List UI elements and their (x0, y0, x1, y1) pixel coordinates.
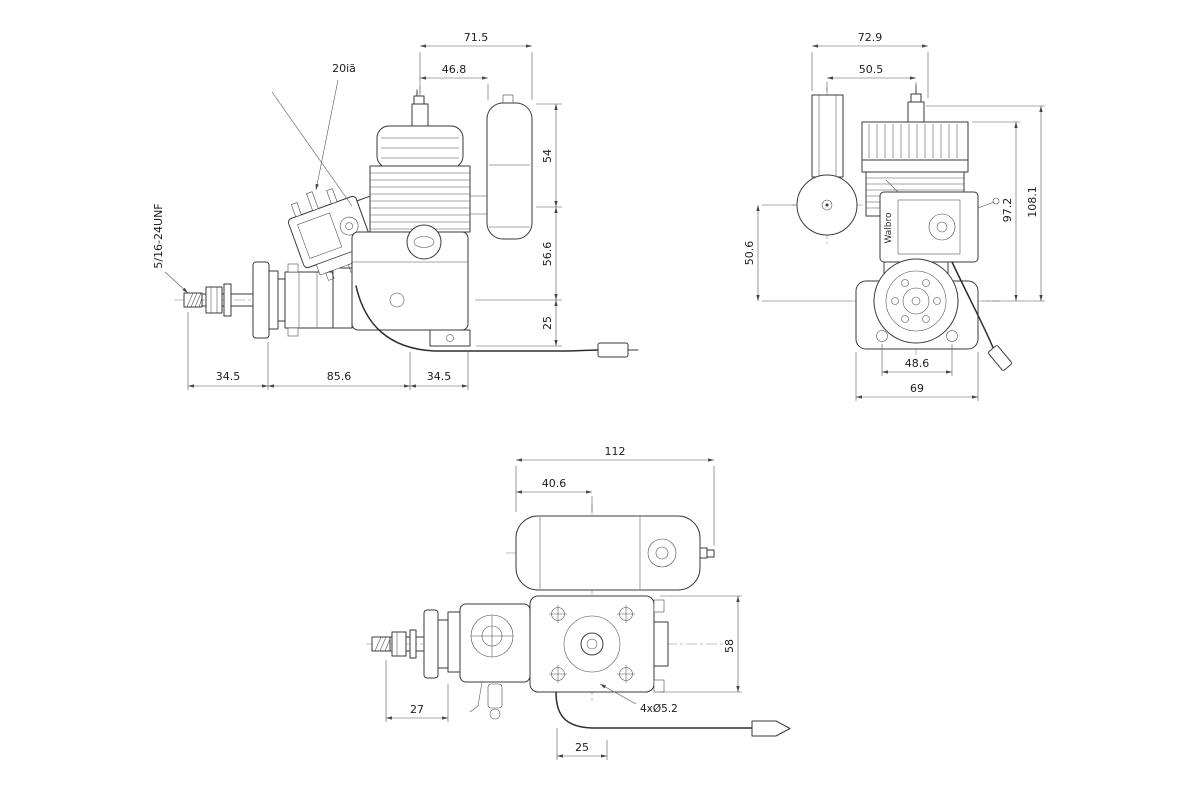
choke-lever-top (469, 681, 483, 713)
dim-108-1: 108.1 (1026, 186, 1039, 218)
dim-112: 112 (605, 445, 626, 458)
crank-boss (873, 258, 959, 344)
front-view: Walbro (743, 31, 1045, 401)
front-housing (284, 263, 353, 337)
front-dimensions: 72.9 50.5 50.6 97.2 108.1 48.6 69 (743, 31, 1045, 401)
dim-48-6: 48.6 (905, 357, 930, 370)
top-ignition-wire (555, 691, 791, 737)
front-ignition-wire (951, 261, 1012, 371)
dim-25-side: 25 (541, 316, 554, 330)
side-view: 71.5 46.8 20iã 54 56.6 25 34.5 (152, 31, 639, 390)
top-engine-block (529, 595, 669, 693)
dim-46-8: 46.8 (442, 63, 467, 76)
plug-boss-top (580, 632, 604, 656)
spark-plug-front (907, 101, 925, 125)
wire-connector-front (988, 345, 1012, 371)
wire-connector-top (751, 720, 791, 737)
dim-50-6: 50.6 (743, 241, 756, 266)
dim-71-5: 71.5 (464, 31, 489, 44)
top-view: 112 40.6 58 27 25 4xØ5.2 (366, 445, 791, 760)
top-prop-shaft (371, 609, 449, 679)
dim-72-9: 72.9 (858, 31, 883, 44)
prop-shaft (183, 283, 254, 317)
dim-56-6: 56.6 (541, 242, 554, 267)
dim-25-top: 25 (575, 741, 589, 754)
drive-washer-top (423, 609, 439, 679)
side-muffler (486, 94, 533, 240)
dim-34-5-right: 34.5 (427, 370, 452, 383)
side-ignition-wire (355, 285, 639, 358)
prop-hub (252, 261, 286, 339)
prop-washer (223, 283, 232, 317)
head-fins-front (861, 121, 969, 161)
front-crankcase (855, 258, 979, 350)
side-crankcase (351, 224, 471, 347)
carb-bolt (290, 202, 302, 218)
top-dimensions: 112 40.6 58 27 25 4xØ5.2 (385, 445, 742, 760)
carb-bolt (306, 191, 319, 212)
dim-54: 54 (541, 149, 554, 163)
dim-69: 69 (910, 382, 924, 395)
label-walbro: Walbro (884, 212, 894, 244)
front-carburetor: Walbro (879, 179, 1000, 263)
intake-top (653, 621, 669, 667)
dim-angle-20: 20iã (332, 62, 356, 75)
dim-34-5-left: 34.5 (216, 370, 241, 383)
wire-connector (597, 342, 629, 358)
side-dimensions: 71.5 46.8 20iã 54 56.6 25 34.5 (152, 31, 562, 390)
side-cylinder (369, 89, 487, 233)
prop-nut (205, 286, 223, 314)
top-carburetor (447, 603, 531, 720)
throttle-lever (977, 201, 995, 209)
dim-58: 58 (723, 639, 736, 653)
label-mount-holes: 4xØ5.2 (640, 703, 678, 715)
dim-85-6: 85.6 (327, 370, 352, 383)
dim-50-5: 50.5 (859, 63, 884, 76)
case-logo-boss (406, 224, 442, 260)
dim-27: 27 (410, 703, 424, 716)
label-shaft-thread: 5/16-24UNF (152, 203, 165, 268)
spark-plug (411, 103, 429, 129)
mount-lug (429, 329, 471, 347)
dim-40-6: 40.6 (542, 477, 567, 490)
cylinder-head (376, 125, 464, 169)
carb-bolt (326, 188, 338, 205)
dim-97-2: 97.2 (1001, 198, 1014, 223)
front-cylinder (861, 85, 969, 217)
muffler-bolt (699, 547, 708, 559)
top-muffler (515, 515, 715, 591)
front-muffler (796, 94, 858, 236)
